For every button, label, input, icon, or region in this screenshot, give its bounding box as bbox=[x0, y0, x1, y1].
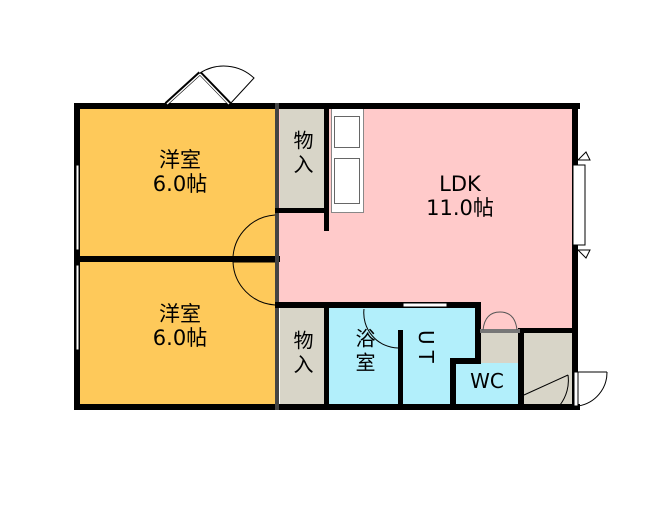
closet-2-label: 物入 bbox=[290, 330, 314, 378]
room-name: LDK bbox=[439, 172, 481, 196]
storage-small bbox=[478, 333, 523, 363]
western-room-1 bbox=[78, 107, 278, 258]
wall bbox=[480, 329, 520, 333]
room-size: 11.0帖 bbox=[426, 196, 494, 221]
wall bbox=[572, 103, 578, 410]
western-room-2 bbox=[78, 260, 278, 407]
closet-1 bbox=[280, 107, 327, 210]
wall bbox=[275, 302, 480, 308]
wall bbox=[518, 328, 524, 410]
wall bbox=[398, 330, 403, 410]
toilet-label: WC bbox=[470, 369, 504, 393]
bath-room bbox=[328, 307, 400, 407]
wall bbox=[275, 208, 329, 213]
closet-1-label: 物入 bbox=[290, 130, 314, 178]
wall bbox=[450, 358, 456, 410]
western-room-1-label: 洋室 6.0帖 bbox=[120, 148, 240, 196]
ldk-room-ext bbox=[478, 300, 575, 330]
wall bbox=[275, 103, 279, 410]
ldk-label: LDK 11.0帖 bbox=[400, 172, 520, 220]
western-room-2-label: 洋室 6.0帖 bbox=[120, 302, 240, 350]
bath-label: 浴室 bbox=[352, 328, 376, 376]
sink-icon bbox=[334, 158, 360, 204]
wall bbox=[518, 328, 578, 333]
room-name: 洋室 bbox=[159, 302, 201, 326]
room-size: 6.0帖 bbox=[152, 172, 208, 197]
room-name: 洋室 bbox=[159, 148, 201, 172]
toilet-room bbox=[452, 363, 522, 407]
closet-2 bbox=[280, 307, 327, 407]
room-size: 6.0帖 bbox=[152, 326, 208, 351]
wall bbox=[324, 302, 329, 410]
wall bbox=[74, 256, 280, 262]
wall bbox=[450, 358, 480, 364]
utility-label: UT bbox=[414, 330, 438, 369]
stove-icon bbox=[334, 116, 360, 148]
wall bbox=[475, 302, 481, 364]
wall bbox=[324, 103, 329, 231]
